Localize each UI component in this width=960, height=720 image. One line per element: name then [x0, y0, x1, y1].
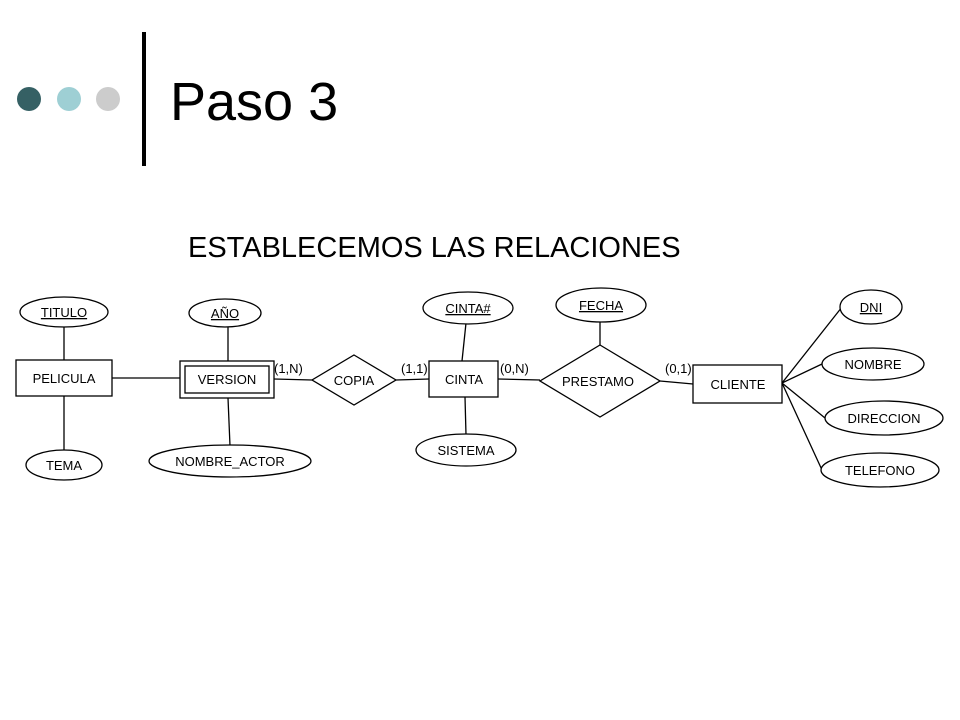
line-prestamo-cliente [659, 380, 694, 385]
line-copia-cinta [395, 378, 430, 381]
attribute-dni [839, 289, 903, 325]
decor-dot-light [57, 87, 81, 111]
label-prestamo: PRESTAMO [562, 374, 634, 389]
entity-version-inner [184, 365, 270, 394]
line-version-copia [273, 378, 313, 381]
slide-title: Paso 3 [170, 72, 339, 132]
decor-dot-dark [17, 87, 41, 111]
cardinality-cinta-prestamo: (0,N) [500, 361, 529, 376]
line-cliente-direccion [781, 382, 826, 419]
slide-subtitle: ESTABLECEMOS LAS RELACIONES [188, 232, 681, 264]
relationship-copia [310, 354, 398, 406]
decor-dot-gray [96, 87, 120, 111]
label-dni: DNI [860, 300, 882, 315]
relationship-prestamo [538, 344, 662, 418]
cardinality-copia-cinta: (1,1) [401, 361, 428, 376]
label-nombre: NOMBRE [844, 357, 901, 372]
line-cliente-nombre [781, 363, 823, 384]
line-cinta-prestamo [497, 378, 541, 381]
attribute-sistema [415, 433, 517, 467]
label-sistema: SISTEMA [437, 443, 494, 458]
label-nombre-actor: NOMBRE_ACTOR [175, 454, 285, 469]
label-pelicula: PELICULA [33, 371, 96, 386]
cardinality-prestamo-cliente: (0,1) [665, 361, 692, 376]
attribute-anio [188, 298, 262, 328]
label-fecha: FECHA [579, 298, 623, 313]
label-titulo: TITULO [41, 305, 87, 320]
label-cinta-id: CINTA# [445, 301, 491, 316]
entity-pelicula [15, 359, 113, 397]
label-tema: TEMA [46, 458, 82, 473]
entity-cliente [692, 364, 783, 404]
line-cliente-telefono [781, 382, 823, 471]
attribute-cinta-id [422, 291, 514, 325]
line-cliente-dni [781, 306, 843, 384]
label-version: VERSION [198, 372, 257, 387]
line-cinta-id-cinta [461, 322, 467, 362]
cardinality-version-copia: (1,N) [274, 361, 303, 376]
attribute-fecha [555, 287, 647, 323]
entity-cinta [428, 360, 499, 398]
attribute-direccion [824, 400, 944, 436]
attribute-tema [25, 449, 103, 481]
title-divider [142, 32, 146, 166]
label-direccion: DIRECCION [848, 411, 921, 426]
attribute-nombre [821, 347, 925, 381]
line-cinta-sistema [464, 396, 467, 436]
label-cinta: CINTA [445, 372, 483, 387]
label-copia: COPIA [334, 373, 375, 388]
label-cliente: CLIENTE [711, 377, 766, 392]
line-version-nombre-actor [227, 397, 231, 447]
label-telefono: TELEFONO [845, 463, 915, 478]
attribute-telefono [820, 452, 940, 488]
attribute-nombre-actor [148, 444, 312, 478]
label-anio: AÑO [211, 306, 239, 321]
connector-lines [63, 306, 843, 471]
attribute-titulo [19, 296, 109, 328]
